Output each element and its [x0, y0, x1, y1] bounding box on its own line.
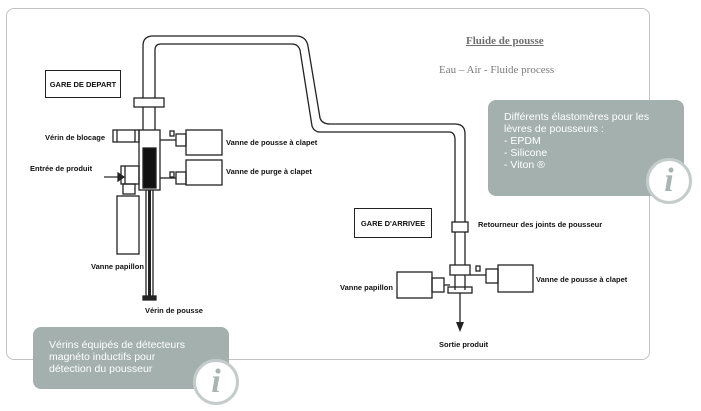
label-verin-blocage: Vérin de blocage — [45, 133, 106, 142]
entree-arrow — [104, 171, 126, 183]
elastomers-line-3: - EPDM — [504, 135, 541, 147]
label-entree-produit: Entrée de produit — [30, 164, 93, 173]
label-vanne-papillon-right: Vanne papillon — [340, 283, 393, 292]
depart-flange-top — [133, 97, 165, 108]
vanne-papillon-right-body — [396, 271, 433, 299]
inlet-flange — [120, 165, 140, 185]
label-vanne-pousse-clapet-top: Vanne de pousse à clapet — [226, 138, 318, 147]
label-vanne-pousse-clapet-right: Vanne de pousse à clapet — [536, 275, 628, 284]
info-icon-left[interactable]: i — [193, 359, 239, 405]
sortie-arrow — [456, 322, 464, 332]
depart-pig — [142, 147, 157, 189]
vanne-purge-clapet-body — [185, 159, 223, 186]
verin-blocage — [112, 129, 140, 143]
arrivee-junction — [449, 264, 471, 276]
label-vanne-papillon-left: Vanne papillon — [91, 262, 144, 271]
label-verin-pousse: Vérin de pousse — [145, 306, 203, 315]
elastomers-line-1: Différents élastomères pour les — [504, 111, 650, 123]
detectors-line-1: Vérins équipés de détecteurs — [49, 339, 186, 351]
info-icon-right[interactable]: i — [646, 158, 692, 204]
info-callout-elastomers: Différents élastomères pour les lèvres d… — [488, 100, 684, 196]
vanne-pousse-clapet-top-body — [185, 129, 223, 156]
elastomers-line-2: lèvres de pousseurs : — [504, 123, 604, 135]
verin-pousse-base — [142, 295, 157, 301]
transfer-pipe-inner — [154, 43, 456, 222]
gare-arrivee-box: GARE D'ARRIVEE — [354, 208, 432, 238]
gare-depart-label: GARE DE DEPART — [49, 79, 117, 89]
label-vanne-purge-clapet: Vanne de purge à clapet — [226, 167, 312, 176]
elastomers-line-4: - Silicone — [504, 147, 548, 159]
gare-depart-box: GARE DE DEPART — [45, 70, 121, 98]
vanne-papillon-left-body — [116, 195, 140, 255]
detectors-line-3: détection du pousseur — [49, 363, 153, 375]
label-retourneur: Retourneur des joints de pousseur — [478, 220, 603, 229]
transfer-pipe-outer — [142, 35, 466, 222]
fluid-title: Fluide de pousse — [466, 35, 544, 47]
fluid-subtitle: Eau – Air - Fluide process — [439, 64, 555, 76]
gare-arrivee-label: GARE D'ARRIVEE — [360, 218, 426, 228]
arrivee-body — [451, 221, 469, 233]
label-sortie-produit: Sortie produit — [439, 340, 489, 349]
vanne-pousse-clapet-right-body — [497, 264, 534, 293]
detectors-line-2: magnéto inductifs pour — [49, 351, 156, 363]
elastomers-line-5: - Viton ® — [504, 159, 545, 171]
